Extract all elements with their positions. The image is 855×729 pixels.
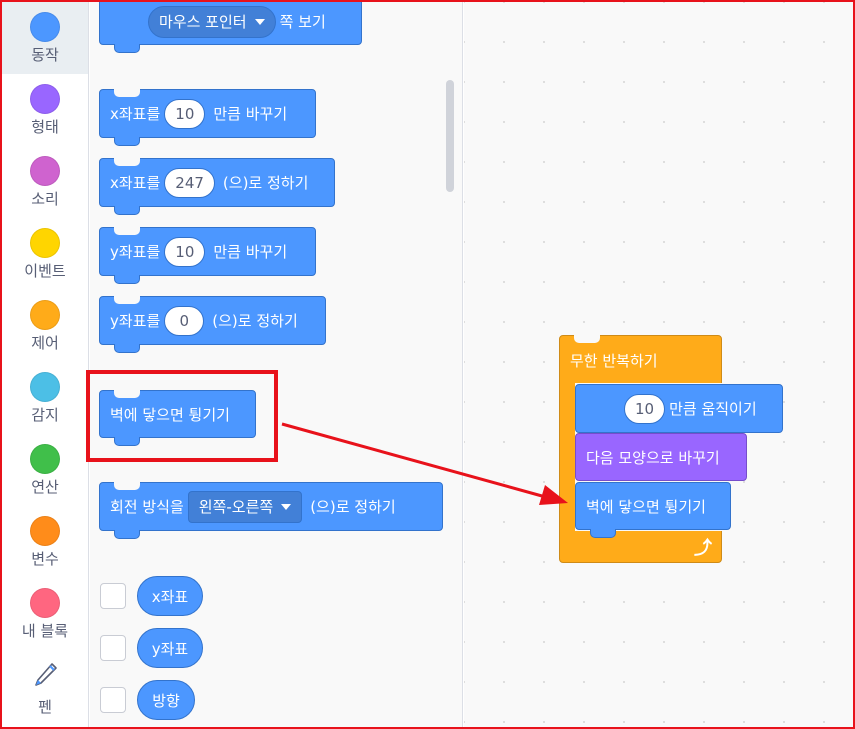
- block-label: 다음 모양으로 바꾸기: [586, 448, 720, 467]
- block-label: x좌표를: [110, 174, 161, 192]
- rotation-style-dropdown[interactable]: 왼쪽-오른쪽: [187, 490, 303, 523]
- events-category-icon: [30, 228, 60, 258]
- block-notch: [114, 89, 140, 97]
- category-label: 감지: [31, 406, 59, 424]
- category-label: 변수: [31, 550, 59, 568]
- block-label: 벽에 닿으면 튕기기: [110, 405, 230, 424]
- block-label: 무한 반복하기: [570, 352, 658, 370]
- category-label: 형태: [31, 118, 59, 136]
- block-notch: [114, 296, 140, 304]
- block-notch: [114, 390, 140, 398]
- control-category-icon: [30, 300, 60, 330]
- palette-scrollbar[interactable]: [446, 80, 454, 192]
- set-y-block[interactable]: y좌표를 0 (으)로 정하기: [99, 296, 326, 353]
- dropdown-value: 마우스 포인터: [159, 13, 247, 31]
- change-x-block[interactable]: x좌표를 10 만큼 바꾸기: [99, 89, 316, 146]
- block-notch: [114, 158, 140, 166]
- category-operators[interactable]: 연산: [2, 434, 88, 506]
- block-label: 벽에 닿으면 튕기기: [586, 497, 706, 516]
- category-events[interactable]: 이벤트: [2, 218, 88, 290]
- category-sensing[interactable]: 감지: [2, 362, 88, 434]
- category-label: 동작: [31, 46, 59, 64]
- change-y-input[interactable]: 10: [164, 236, 206, 267]
- category-label: 이벤트: [24, 262, 66, 280]
- block-label: 쪽 보기: [279, 13, 326, 31]
- category-label: 소리: [31, 190, 59, 208]
- caret-down-icon: [281, 503, 292, 510]
- x-position-reporter[interactable]: x좌표: [137, 576, 203, 616]
- block-label: 만큼 바꾸기: [213, 243, 288, 261]
- my-blocks-category-icon: [30, 588, 60, 618]
- category-motion[interactable]: 동작: [2, 2, 88, 74]
- block-notch: [114, 437, 140, 446]
- highlight-box: [86, 370, 278, 462]
- category-sidebar: 동작 형태 소리 이벤트 제어 감지 연산 변수 내 블록 펜: [2, 2, 89, 727]
- block-label: (으)로 정하기: [212, 312, 298, 330]
- change-y-block[interactable]: y좌표를 10 만큼 바꾸기: [99, 227, 316, 284]
- point-towards-dropdown[interactable]: 마우스 포인터: [148, 5, 276, 38]
- category-label: 펜: [38, 698, 52, 716]
- block-label: x좌표를: [110, 105, 161, 123]
- x-position-checkbox[interactable]: [100, 583, 126, 609]
- block-notch: [590, 529, 616, 538]
- block-label: 만큼 바꾸기: [213, 105, 288, 123]
- move-steps-input[interactable]: 10: [624, 393, 666, 424]
- set-x-input[interactable]: 247: [164, 167, 215, 198]
- category-my-blocks[interactable]: 내 블록: [2, 578, 88, 650]
- block-notch: [574, 335, 600, 343]
- caret-down-icon: [254, 18, 265, 25]
- block-label: (으)로 정하기: [222, 174, 309, 192]
- block-label: 회전 방식을: [110, 498, 184, 516]
- bounce-block[interactable]: 벽에 닿으면 튕기기: [99, 390, 256, 446]
- category-label: 연산: [31, 478, 59, 496]
- y-position-reporter[interactable]: y좌표: [137, 628, 203, 668]
- block-label: (으)로 정하기: [310, 498, 396, 516]
- rotation-style-block[interactable]: 회전 방식을 왼쪽-오른쪽 (으)로 정하기: [99, 482, 443, 539]
- category-sound[interactable]: 소리: [2, 146, 88, 218]
- operators-category-icon: [30, 444, 60, 474]
- block-notch: [114, 44, 140, 53]
- block-notch: [114, 482, 140, 490]
- workspace-bounce-block[interactable]: 벽에 닿으면 튕기기: [575, 482, 731, 538]
- pen-icon: [35, 663, 57, 686]
- category-looks[interactable]: 형태: [2, 74, 88, 146]
- change-x-input[interactable]: 10: [164, 98, 206, 129]
- loop-arrow-icon: ⤴: [694, 538, 712, 559]
- next-costume-block[interactable]: 다음 모양으로 바꾸기: [575, 433, 747, 481]
- move-steps-block[interactable]: 10 만큼 움직이기: [575, 384, 783, 433]
- block-notch: [114, 227, 140, 235]
- direction-checkbox[interactable]: [100, 687, 126, 713]
- set-y-input[interactable]: 0: [164, 305, 205, 336]
- variables-category-icon: [30, 516, 60, 546]
- block-label: y좌표를: [110, 312, 161, 330]
- block-notch: [114, 206, 140, 215]
- block-notch: [114, 137, 140, 146]
- category-control[interactable]: 제어: [2, 290, 88, 362]
- motion-category-icon: [30, 12, 60, 42]
- point-towards-block[interactable]: 마우스 포인터 쪽 보기: [99, 0, 362, 53]
- category-label: 내 블록: [21, 622, 69, 640]
- dropdown-value: 왼쪽-오른쪽: [198, 498, 274, 516]
- y-position-checkbox[interactable]: [100, 635, 126, 661]
- block-notch: [114, 530, 140, 539]
- sensing-category-icon: [30, 372, 60, 402]
- block-notch: [114, 275, 140, 284]
- block-label: 만큼 움직이기: [669, 400, 757, 418]
- looks-category-icon: [30, 84, 60, 114]
- sound-category-icon: [30, 156, 60, 186]
- block-label: y좌표를: [110, 243, 161, 261]
- category-label: 제어: [31, 334, 59, 352]
- block-notch: [114, 344, 140, 353]
- direction-reporter[interactable]: 방향: [137, 680, 195, 720]
- category-variables[interactable]: 변수: [2, 506, 88, 578]
- set-x-block[interactable]: x좌표를 247 (으)로 정하기: [99, 158, 335, 215]
- category-pen[interactable]: 펜: [2, 650, 88, 722]
